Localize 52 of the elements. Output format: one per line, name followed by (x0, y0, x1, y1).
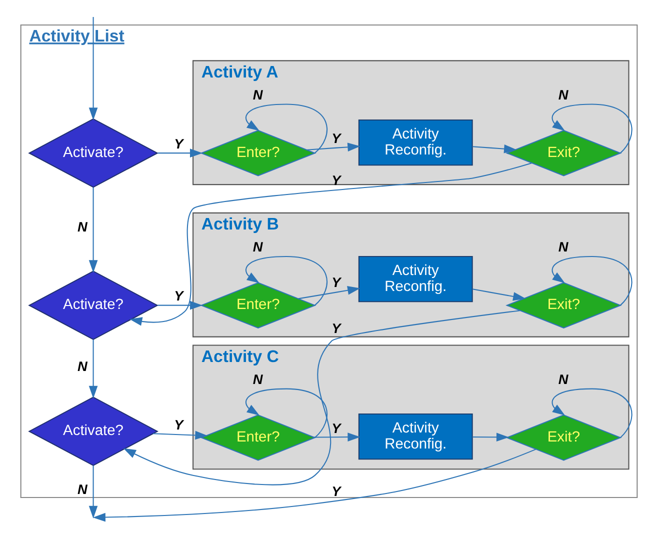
edge-label: Y (174, 136, 184, 151)
edge-label: Y (332, 172, 341, 188)
arrow (245, 388, 328, 438)
node-diamond: Enter? (200, 414, 316, 460)
node-diamond: Enter? (200, 282, 316, 328)
edge-label: N (558, 371, 568, 386)
arrow (472, 288, 526, 300)
arrow (153, 430, 208, 440)
node-diamond: Enter? (200, 129, 316, 176)
arrow (472, 432, 510, 442)
arrow (123, 310, 520, 485)
edge-label: N (78, 358, 88, 374)
arrow (314, 432, 360, 441)
edge-label: Y (174, 417, 184, 432)
arrow (88, 16, 98, 120)
arrow (158, 148, 203, 157)
edge-label: N (78, 219, 88, 234)
node-box: Activity Reconfig. (358, 412, 473, 460)
arrow (552, 255, 632, 306)
edge-label: N (558, 86, 568, 102)
node-diamond: Exit? (506, 282, 622, 328)
arrow (130, 162, 532, 326)
node-diamond: Activate? (28, 396, 158, 466)
edge-label: Y (332, 130, 341, 146)
edge-label: N (558, 239, 568, 254)
node-box: Activity Reconfig. (358, 255, 473, 302)
edge-label: Y (332, 420, 341, 436)
arrow (298, 286, 360, 299)
arrow (88, 186, 98, 272)
arrow (472, 144, 517, 153)
edge-label: N (252, 86, 263, 102)
arrow (552, 388, 632, 438)
node-diamond: Activate? (28, 270, 158, 340)
node-box: Activity Reconfig. (358, 118, 473, 166)
arrow (88, 339, 98, 398)
edge-label: Y (332, 274, 341, 290)
arrow (307, 142, 360, 151)
node-diamond: Exit? (506, 414, 622, 460)
arrow (245, 255, 328, 306)
arrow (552, 103, 632, 153)
edge-label: Y (174, 288, 184, 303)
node-diamond: Activate? (28, 118, 158, 188)
edge-label: Y (332, 320, 341, 336)
edge-label: N (78, 481, 88, 496)
arrow (245, 103, 328, 153)
edge-label: N (252, 239, 263, 254)
arrow (88, 465, 98, 518)
arrow (92, 448, 536, 522)
arrow (158, 300, 203, 310)
node-diamond: Exit? (506, 129, 622, 176)
edge-label: Y (332, 483, 341, 498)
edge-label: N (252, 371, 263, 386)
